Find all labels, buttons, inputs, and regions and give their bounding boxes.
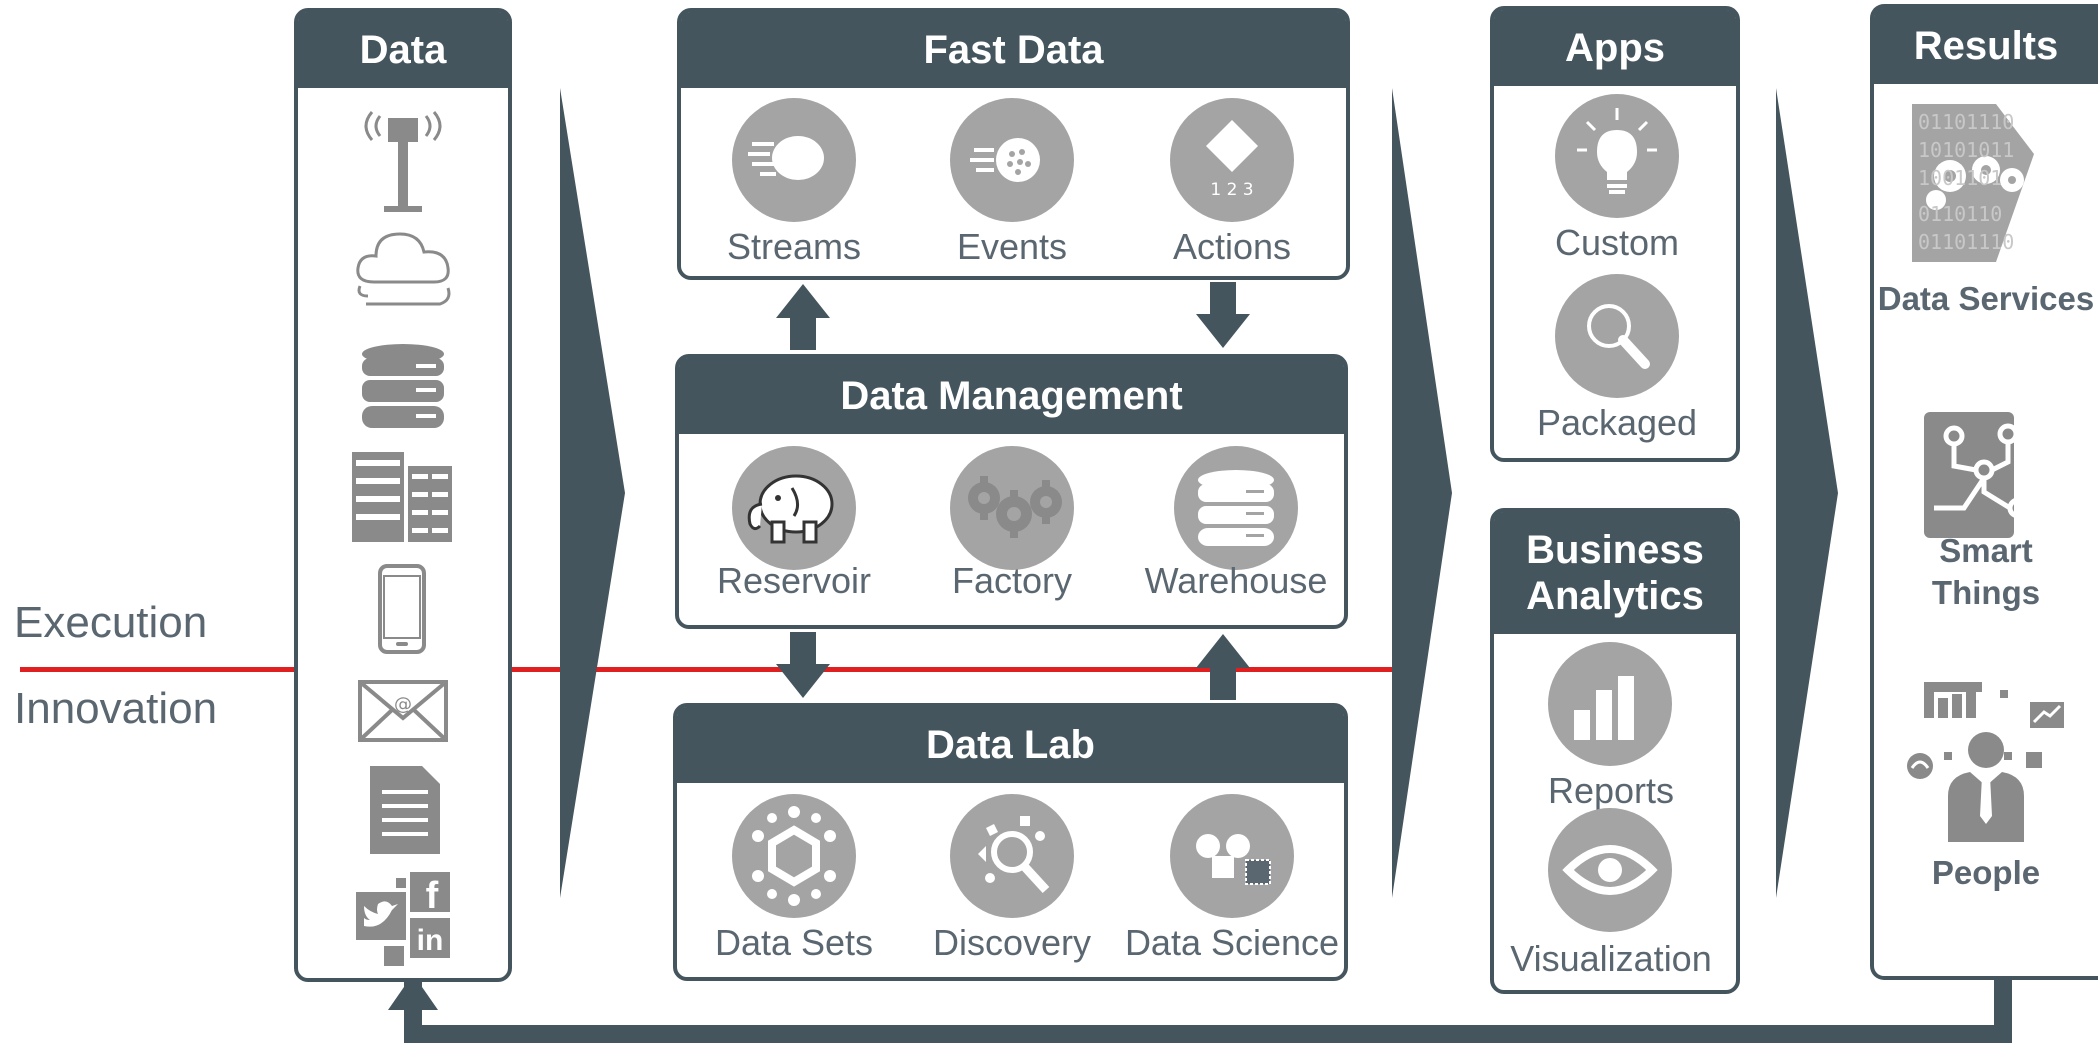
- flow-chevron-2: [1392, 88, 1452, 898]
- things-label: Things: [1931, 574, 2041, 611]
- flow-chevron-3: [1776, 88, 1838, 898]
- warehouse-icon: [1174, 446, 1298, 570]
- custom-label: Custom: [1554, 222, 1680, 263]
- business-analytics-title-line1: Business: [1526, 528, 1704, 572]
- reservoir-label: Reservoir: [716, 560, 872, 601]
- people-label: People: [1931, 854, 2041, 891]
- apps-title: Apps: [1494, 10, 1736, 86]
- discovery-icon: [950, 794, 1074, 918]
- data-services-label: Data Services: [1877, 280, 2095, 317]
- streams-icon: [732, 98, 856, 222]
- factory-label: Factory: [951, 560, 1073, 601]
- binary-line-5: 01101110: [1918, 230, 2015, 254]
- reports-label: Reports: [1547, 770, 1675, 811]
- smartphone-icon: [378, 564, 426, 654]
- arrow-down-to-data-lab: [776, 632, 830, 698]
- svg-text:in: in: [417, 924, 444, 957]
- events-label: Events: [956, 226, 1068, 267]
- smart-label: Smart: [1939, 532, 2033, 569]
- events-icon: [950, 98, 1074, 222]
- arrow-down-from-fast-data: [1196, 282, 1250, 348]
- data-services-icon: 01101110 10101011 1001101 0110110 011011…: [1912, 104, 2034, 262]
- binary-line-1: 01101110: [1918, 110, 2015, 134]
- packaged-label: Packaged: [1536, 402, 1698, 443]
- data-science-icon: [1170, 794, 1294, 918]
- cloud-icon: [356, 232, 451, 306]
- data-sets-label: Data Sets: [714, 922, 874, 963]
- business-analytics-title: Business Analytics: [1494, 512, 1736, 634]
- execution-innovation-divider: [20, 667, 1400, 672]
- actions-icon: 1 2 3: [1170, 98, 1294, 222]
- execution-label: Execution: [14, 598, 208, 647]
- discovery-label: Discovery: [932, 922, 1092, 963]
- actions-label: Actions: [1172, 226, 1292, 267]
- social-media-icon: f in: [356, 872, 450, 966]
- people-icon: [1907, 682, 2064, 842]
- server-rack-icon: [352, 452, 452, 542]
- svg-text:f: f: [426, 875, 439, 917]
- data-sets-icon: [732, 794, 856, 918]
- streams-label: Streams: [726, 226, 862, 267]
- results-title: Results: [1874, 8, 2098, 84]
- binary-line-3: 1001101: [1918, 166, 2003, 190]
- feedback-loop-arrow: [404, 970, 2012, 1043]
- arrow-up-from-data-lab: [1196, 634, 1250, 700]
- reports-bar-chart-icon: [1548, 642, 1672, 766]
- visualization-label: Visualization: [1510, 938, 1712, 979]
- factory-icon: [950, 446, 1074, 570]
- svg-text:@: @: [394, 694, 412, 715]
- flow-chevron-1: [560, 88, 625, 898]
- feedback-arrowhead: [388, 974, 438, 1010]
- data-lab-title: Data Lab: [677, 707, 1344, 783]
- database-icon: [362, 344, 444, 428]
- warehouse-label: Warehouse: [1144, 560, 1328, 601]
- reservoir-icon: [732, 446, 856, 570]
- smart-things-circuit-icon: [1924, 412, 2026, 538]
- data-science-label: Data Science: [1124, 922, 1340, 963]
- visualization-eye-icon: [1548, 808, 1672, 932]
- binary-line-4: 0110110: [1918, 202, 2003, 226]
- binary-line-2: 10101011: [1918, 138, 2015, 162]
- email-icon: @: [358, 680, 448, 742]
- cell-tower-icon: [364, 111, 442, 212]
- data-management-title: Data Management: [679, 358, 1344, 434]
- innovation-label: Innovation: [14, 684, 218, 733]
- arrow-up-to-fast-data: [776, 284, 830, 350]
- business-analytics-title-line2: Analytics: [1526, 574, 1704, 618]
- data-panel-title: Data: [298, 12, 508, 88]
- packaged-magnifier-icon: [1555, 274, 1679, 398]
- fast-data-title: Fast Data: [681, 12, 1346, 88]
- actions-digits: 1 2 3: [1210, 180, 1254, 200]
- custom-lightbulb-icon: [1555, 94, 1679, 218]
- document-icon: [370, 766, 440, 854]
